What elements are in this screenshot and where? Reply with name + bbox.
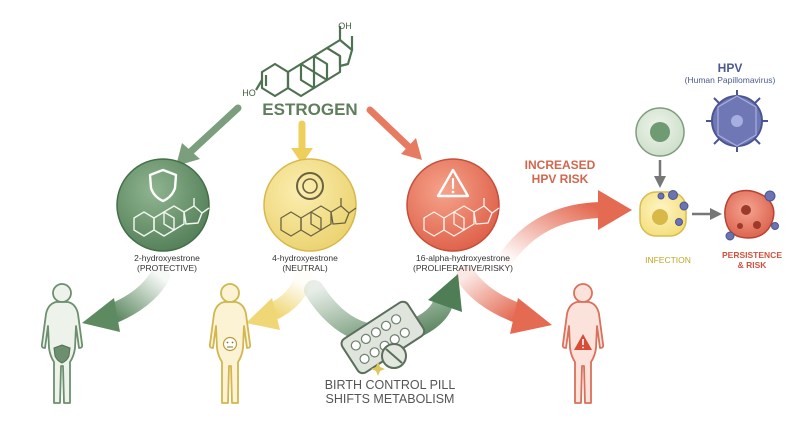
metabolite-4oh-label: 4-hydroxyestrone (NEUTRAL)	[230, 253, 380, 274]
figure-risky	[561, 283, 605, 404]
estrogen-label: ESTROGEN	[262, 100, 358, 119]
arrow-cell-to-infection	[654, 160, 666, 188]
persistence-line-2: & RISK	[737, 259, 767, 270]
birth-control-pill-pack-icon	[340, 300, 426, 376]
hpv-virus-icon	[706, 90, 768, 152]
metabolite-4oh-role: (NEUTRAL)	[282, 262, 328, 273]
hpv-subtitle: (Human Papillomavirus)	[684, 74, 776, 85]
metabolite-16oh-circle	[406, 158, 500, 252]
increased-hpv-risk-label: INCREASED HPV RISK	[500, 158, 620, 187]
metabolite-2oh-circle	[116, 158, 210, 252]
increased-risk-arrow	[500, 190, 632, 264]
risk-line-1: INCREASED	[524, 158, 596, 172]
arrow-4oh-to-figure	[246, 267, 313, 330]
hpv-label: HPV (Human Papillomavirus)	[660, 61, 800, 86]
persistence-risk-label: PERSISTENCE & RISK	[704, 250, 800, 271]
arrow-16oh-to-figure	[456, 266, 552, 334]
risk-line-2: HPV RISK	[531, 171, 589, 186]
metabolite-16oh-label: 16-alpha-hydroxyestrone (PROLIFERATIVE/R…	[388, 253, 538, 274]
pill-tablet-icon	[381, 343, 407, 369]
metabolite-4oh-name: 4-hydroxyestrone	[272, 253, 338, 263]
metabolite-16oh-name: 16-alpha-hydroxyestrone	[415, 253, 511, 263]
infection-label: INFECTION	[645, 255, 691, 265]
shield-icon	[53, 344, 71, 364]
figure-neutral	[208, 283, 252, 404]
estrogen-hydroxyl-left: HO	[242, 88, 256, 98]
neutral-face-icon	[222, 336, 238, 352]
infected-cell-icon	[639, 190, 689, 237]
estrogen-hydroxyl-top: OH	[338, 21, 352, 31]
arrow-estrogen-to-2oh	[176, 104, 242, 166]
arrow-2oh-to-figure	[82, 266, 170, 332]
metabolite-2oh-role: (PROTECTIVE)	[137, 262, 197, 273]
hpv-title: HPV	[717, 61, 743, 75]
persistent-cell-icon	[724, 189, 779, 241]
healthy-cell-icon	[635, 107, 685, 157]
circle-icon	[296, 172, 324, 200]
birth-control-line-1: BIRTH CONTROL PILL	[324, 378, 456, 392]
arrow-estrogen-to-4oh	[291, 120, 313, 164]
arrow-estrogen-to-16oh	[366, 106, 422, 160]
persistence-line-1: PERSISTENCE	[722, 250, 782, 260]
metabolite-4oh-circle	[263, 158, 357, 252]
sparkle-icon	[371, 362, 385, 376]
shield-icon	[148, 168, 178, 203]
warning-triangle-icon	[436, 168, 470, 198]
birth-control-line-2: SHIFTS METABOLISM	[325, 392, 455, 407]
birth-control-caption: BIRTH CONTROL PILL SHIFTS METABOLISM	[270, 378, 510, 407]
metabolite-16oh-role: (PROLIFERATIVE/RISKY)	[413, 262, 513, 273]
arrow-infection-to-persistence	[692, 208, 722, 220]
warning-triangle-icon	[574, 334, 592, 350]
metabolite-2oh-name: 2-hydroxyestrone	[134, 253, 200, 263]
figure-protective	[40, 283, 84, 404]
estrogen-molecule	[255, 26, 354, 98]
metabolite-2oh-label: 2-hydroxyestrone (PROTECTIVE)	[92, 253, 242, 274]
